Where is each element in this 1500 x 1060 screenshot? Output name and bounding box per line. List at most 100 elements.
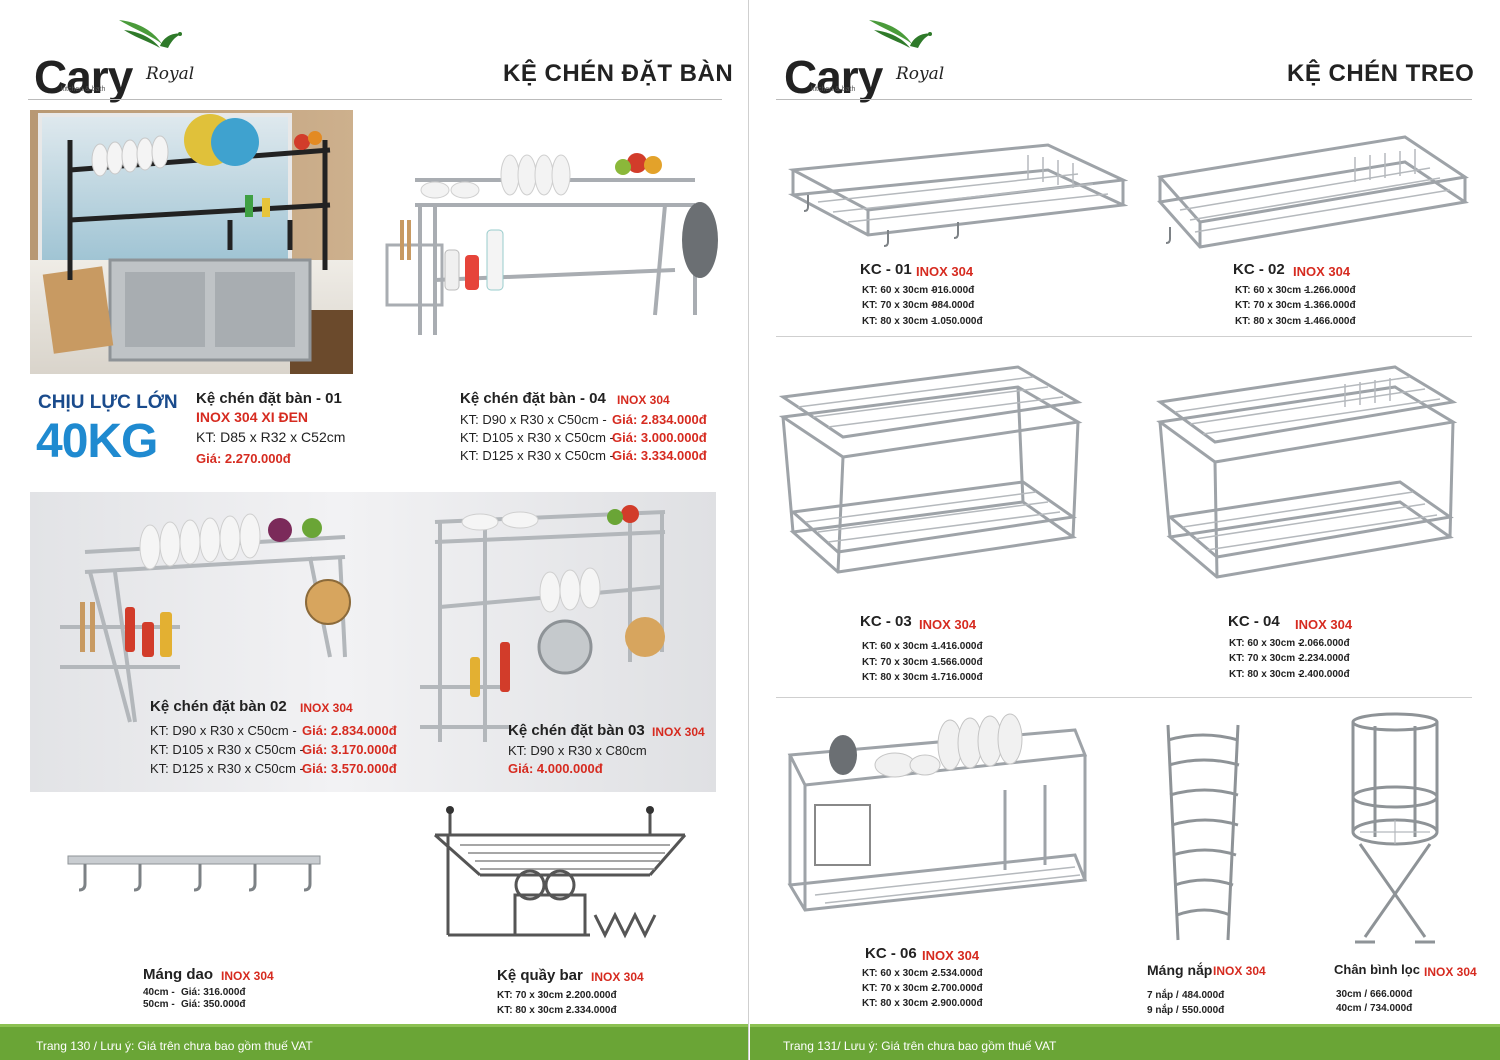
product-01-name: Kệ chén đặt bàn - 01 (196, 390, 342, 407)
product-photo-ke-chen-04 (375, 135, 720, 350)
kc-02-name: KC - 02 (1233, 261, 1285, 278)
row-divider (776, 697, 1472, 698)
brand-sub: Royal (896, 64, 945, 84)
brand-name: Cary (784, 51, 883, 103)
page-footer: Trang 131/ Lưu ý: Giá trên chưa bao gồm … (750, 1024, 1500, 1060)
kc-02-size-2: KT: 70 x 30cm - (1235, 300, 1308, 311)
kc-03-material: INOX 304 (919, 617, 977, 632)
kc-01-price-2: 984.000đ (932, 300, 975, 311)
product-04-price-3: Giá: 3.334.000đ (612, 448, 707, 463)
kc-04-size-3: KT: 80 x 30cm - (1229, 669, 1302, 680)
kc-03-name: KC - 03 (860, 613, 912, 630)
kc-06-price-1: 2.534.000đ (932, 968, 983, 979)
kc-01-price-3: 1.050.000đ (932, 316, 983, 327)
kc-06-illustration (787, 713, 1088, 912)
featured-panel (30, 492, 716, 792)
kc-01-size-3: KT: 80 x 30cm - (862, 316, 935, 327)
page-title: KỆ CHÉN TREO (1287, 60, 1475, 87)
lid-rack-material: INOX 304 (1213, 964, 1266, 978)
kc-04-name: KC - 04 (1228, 613, 1280, 630)
product-01-spec: KT: D85 x R32 x C52cm (196, 429, 346, 445)
page-footer: Trang 130 / Lưu ý: Giá trên chưa bao gồm… (0, 1024, 748, 1060)
product-04-size-3: KT: D125 x R30 x C50cm - (460, 448, 614, 463)
header-divider (28, 99, 722, 100)
brand-sub: Royal (146, 64, 195, 84)
header-divider (776, 99, 1472, 100)
product-03-price: Giá: 4.000.000đ (508, 761, 603, 776)
load-badge-line2: 40KG (36, 415, 158, 468)
kc-02-price-1: 1.266.000đ (1305, 285, 1356, 296)
kc-01-material: INOX 304 (916, 264, 974, 279)
filter-stand-price-2: 734.000đ (1370, 1003, 1413, 1014)
kc-04-price-1: 2.066.000đ (1299, 638, 1350, 649)
filter-stand-illustration (1351, 712, 1439, 944)
bird-logo-icon (119, 20, 182, 48)
kc-02-price-3: 1.466.000đ (1305, 316, 1356, 327)
sink-rack-illustration (30, 110, 353, 374)
bar-rack-size-1: KT: 70 x 30cm - (497, 990, 570, 1001)
kc-03-price-1: 1.416.000đ (932, 641, 983, 652)
bar-rack-name: Kệ quầy bar (497, 967, 583, 984)
product-photo-ke-chen-01 (30, 110, 353, 374)
product-02-size-2: KT: D105 x R30 x C50cm - (150, 742, 304, 757)
kc-01-size-2: KT: 70 x 30cm - (862, 300, 935, 311)
kc-02-size-1: KT: 60 x 30cm - (1235, 285, 1308, 296)
lid-rack-price-2: 550.000đ (1182, 1005, 1225, 1016)
knife-rail-price-2: Giá: 350.000đ (181, 999, 246, 1010)
knife-rail-name: Máng dao (143, 966, 213, 983)
countertop-racks-02-03-illustration (60, 505, 666, 742)
product-02-price-1: Giá: 2.834.000đ (302, 723, 397, 738)
kc-04-material: INOX 304 (1295, 617, 1353, 632)
brand-tagline: kitchen & bath (61, 86, 106, 93)
filter-stand-price-1: 666.000đ (1370, 989, 1413, 1000)
product-04-name: Kệ chén đặt bàn - 04 (460, 390, 606, 407)
knife-rail-size-2: 50cm - (143, 999, 175, 1010)
kc-02-illustration (1157, 135, 1469, 249)
bar-rack-price-2: 2.334.000đ (566, 1005, 617, 1016)
product-03-material: INOX 304 (652, 725, 705, 739)
product-04-price-2: Giá: 3.000.000đ (612, 430, 707, 445)
lid-rack-illustration (1166, 724, 1240, 941)
kc-02-size-3: KT: 80 x 30cm - (1235, 316, 1308, 327)
catalog-page-131: Cary Royal kitchen & bath KỆ CHÉN TREO K (750, 0, 1500, 1060)
kc-01-price-1: 916.000đ (932, 285, 975, 296)
catalog-page-130: Cary Royal kitchen & bath KỆ CHÉN ĐẶT BÀ… (0, 0, 749, 1060)
load-badge-line1: CHỊU LỰC LỚN (38, 392, 178, 413)
product-01-material: INOX 304 XI ĐEN (196, 409, 309, 425)
bar-rack-material: INOX 304 (591, 970, 644, 984)
product-04-price-1: Giá: 2.834.000đ (612, 412, 707, 427)
product-02-name: Kệ chén đặt bàn 02 (150, 698, 287, 715)
knife-rail-price-1: Giá: 316.000đ (181, 987, 246, 998)
page-title: KỆ CHÉN ĐẶT BÀN (503, 60, 734, 87)
knife-rail-size-1: 40cm - (143, 987, 175, 998)
row-divider (776, 336, 1472, 337)
brand-tagline: kitchen & bath (811, 86, 856, 93)
knife-rail-illustration (67, 855, 321, 892)
product-04-material: INOX 304 (617, 393, 670, 407)
bar-rack-price-1: 2.200.000đ (566, 990, 617, 1001)
kc-06-price-3: 2.900.000đ (932, 998, 983, 1009)
kc-02-material: INOX 304 (1293, 264, 1351, 279)
kc-03-price-2: 1.566.000đ (932, 657, 983, 668)
product-02-size-3: KT: D125 x R30 x C50cm - (150, 761, 304, 776)
kc-06-price-2: 2.700.000đ (932, 983, 983, 994)
bar-rack-illustration (434, 806, 687, 939)
brand-name: Cary (34, 51, 133, 103)
product-04-size-2: KT: D105 x R30 x C50cm - (460, 430, 614, 445)
kc-06-size-3: KT: 80 x 30cm - (862, 998, 935, 1009)
kc-01-illustration (788, 143, 1128, 247)
brand-logo: Cary Royal kitchen & bath (784, 12, 954, 103)
lid-rack-size-2: 9 nắp / (1147, 1005, 1179, 1016)
kc-06-size-2: KT: 70 x 30cm - (862, 983, 935, 994)
kc-03-price-3: 1.716.000đ (932, 672, 983, 683)
lid-rack-price-1: 484.000đ (1182, 990, 1225, 1001)
kc-03-size-3: KT: 80 x 30cm - (862, 672, 935, 683)
countertop-rack-04-illustration (385, 153, 718, 335)
brand-logo: Cary Royal kitchen & bath (34, 12, 204, 103)
kc-03-size-2: KT: 70 x 30cm - (862, 657, 935, 668)
kc-04-size-1: KT: 60 x 30cm - (1229, 638, 1302, 649)
kc-04-price-2: 2.234.000đ (1299, 653, 1350, 664)
kc-01-name: KC - 01 (860, 261, 912, 278)
kc-02-price-2: 1.366.000đ (1305, 300, 1356, 311)
bird-logo-icon (869, 20, 932, 48)
